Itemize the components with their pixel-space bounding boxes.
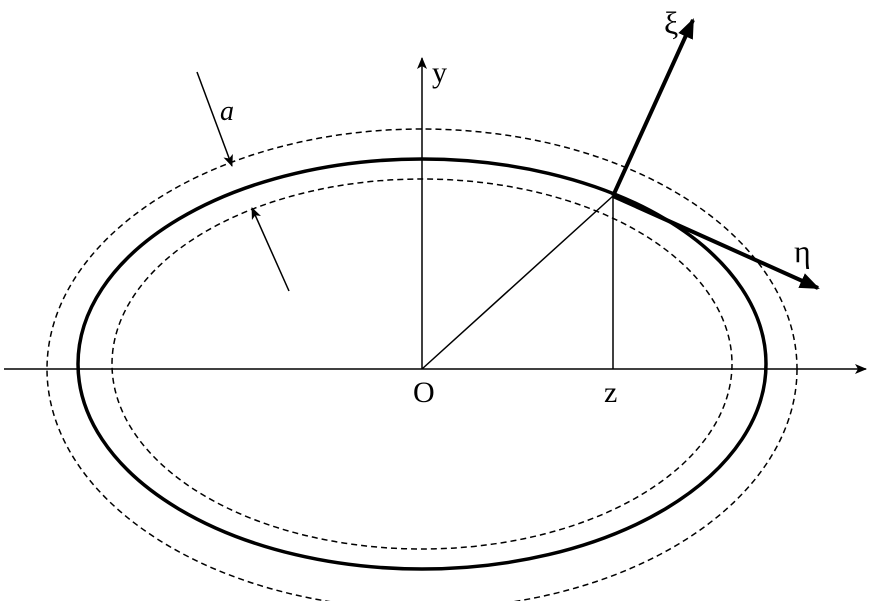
eta-axis	[612, 194, 820, 290]
thickness-arrow-inner	[251, 207, 290, 292]
inner-dashed-ellipse	[111, 178, 733, 550]
radius-line	[421, 195, 614, 370]
thickness-arrow-outer	[196, 71, 233, 167]
y-axis-label: y	[432, 56, 447, 89]
thickness-label: a	[220, 96, 234, 127]
outer-dashed-ellipse	[46, 128, 798, 601]
xi-axis	[611, 18, 695, 197]
origin-label: O	[413, 376, 435, 409]
xi-axis-label: ξ	[664, 5, 678, 41]
eta-axis-label: η	[794, 233, 811, 269]
middle-ellipse	[76, 157, 768, 571]
z-point-label: z	[604, 376, 617, 409]
